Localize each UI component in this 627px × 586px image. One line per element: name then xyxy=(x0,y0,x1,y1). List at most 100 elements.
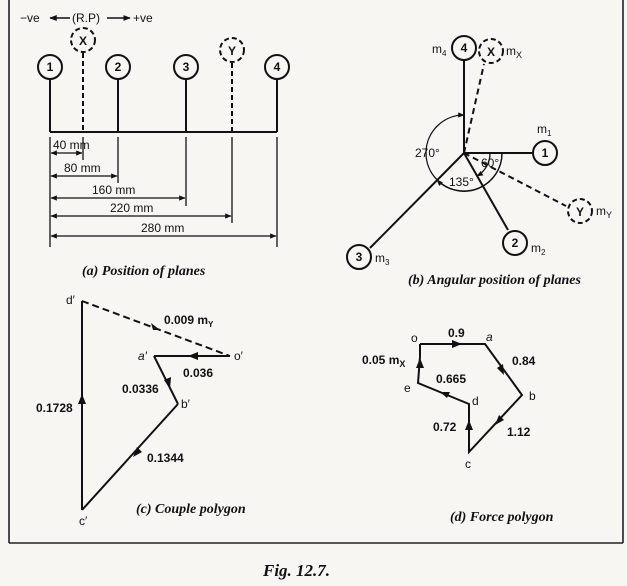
value-e-o: 0.05 mX xyxy=(362,353,405,369)
plane-4: 4 xyxy=(264,54,290,132)
mass-3-label: 3 xyxy=(356,250,363,264)
angle-arc-135 xyxy=(436,152,503,192)
mass-x: X mX xyxy=(478,38,522,64)
dimension-label-160: 160 mm xyxy=(92,183,135,197)
subfigure-c-couple-polygon: d′ o′ a′ b′ c′ 0.009 mY 0.036 0.0336 0.1… xyxy=(36,293,246,528)
negative-direction-label: −ve xyxy=(20,11,40,25)
plane-y-circle xyxy=(219,37,245,63)
reference-plane-label: (R.P) xyxy=(72,11,100,25)
vertex-a-prime: a′ xyxy=(138,349,148,363)
plane-x-label: X xyxy=(79,34,87,48)
vertex-c: c xyxy=(465,457,471,471)
arrowhead-d-e xyxy=(440,392,450,398)
plane-x: X xyxy=(70,27,96,132)
plane-3-label: 3 xyxy=(183,60,190,74)
mass-x-name: mX xyxy=(506,44,522,60)
plane-2: 2 xyxy=(105,54,131,132)
dimension-label-40: 40 mm xyxy=(53,138,90,152)
figure-caption: Fig. 12.7. xyxy=(262,561,330,580)
dimension-label-80: 80 mm xyxy=(64,161,101,175)
vertex-d-prime: d′ xyxy=(66,293,76,307)
value-a-b: 0.84 xyxy=(512,354,536,368)
arrowhead-d-o-prime xyxy=(151,323,160,330)
value-c-d-prime: 0.1728 xyxy=(36,401,73,415)
value-d-o-prime: 0.009 mY xyxy=(164,313,214,329)
arrowhead-b-c-prime xyxy=(133,447,142,457)
plane-4-circle xyxy=(264,54,290,80)
vertex-o: o xyxy=(411,331,418,345)
vertex-o-prime: o′ xyxy=(234,349,244,363)
caption-c: (c) Couple polygon xyxy=(136,502,246,517)
plane-1-label: 1 xyxy=(47,60,54,74)
subfigure-b-angular-position: 270° 135° 60° 4 m4 X mX 1 m1 Y mY 2 m2 xyxy=(346,35,612,288)
dimension-label-280: 280 mm xyxy=(141,221,184,235)
mass-1-label: 1 xyxy=(542,146,549,160)
arrowhead-a-b-prime xyxy=(164,377,171,389)
caption-d: (d) Force polygon xyxy=(450,510,554,525)
value-b-c: 1.12 xyxy=(507,425,531,439)
radius-x xyxy=(463,63,485,154)
caption-a: (a) Position of planes xyxy=(82,264,206,279)
value-o-a-prime: 0.036 xyxy=(183,366,213,380)
vertex-c-prime: c′ xyxy=(79,514,88,528)
value-b-c-prime: 0.1344 xyxy=(147,451,184,465)
mass-x-label: X xyxy=(487,45,495,59)
mass-4: 4 m4 xyxy=(432,35,477,61)
mass-1: 1 m1 xyxy=(532,122,558,166)
plane-x-circle xyxy=(70,27,96,53)
angle-label-135: 135° xyxy=(449,175,474,189)
mass-3: 3 m3 xyxy=(346,244,390,270)
arrowhead-c-d-prime xyxy=(78,394,86,404)
vertex-e: e xyxy=(404,381,411,395)
vector-b-c-prime xyxy=(81,403,179,511)
plane-1: 1 xyxy=(37,54,63,132)
dimension-lines xyxy=(50,150,277,239)
radius-y xyxy=(463,152,567,207)
value-o-a: 0.9 xyxy=(448,326,465,340)
mass-y-circle xyxy=(567,198,593,224)
mass-y-name: mY xyxy=(596,204,612,220)
plane-y: Y xyxy=(219,37,245,132)
mass-4-circle xyxy=(451,35,477,61)
dimension-label-220: 220 mm xyxy=(110,201,153,215)
mass-1-circle xyxy=(532,140,558,166)
mass-2-label: 2 xyxy=(512,236,519,250)
plane-4-label: 4 xyxy=(274,60,281,74)
vertex-d: d xyxy=(472,394,479,408)
mass-1-name: m1 xyxy=(537,122,552,138)
plane-3-circle xyxy=(173,54,199,80)
caption-b: (b) Angular position of planes xyxy=(408,273,582,288)
angle-arc-60 xyxy=(476,152,491,177)
mass-2: 2 m2 xyxy=(502,230,546,257)
vertex-a: a xyxy=(486,330,493,344)
vertex-b-prime: b′ xyxy=(181,397,191,411)
mass-2-circle xyxy=(502,230,528,256)
frame xyxy=(8,0,624,544)
arrowhead-e-o xyxy=(416,358,424,368)
arrowhead-b-c xyxy=(495,415,504,425)
mass-3-name: m3 xyxy=(375,251,390,267)
mass-y-label: Y xyxy=(576,205,584,219)
plane-3: 3 xyxy=(173,54,199,132)
arrowhead-o-a-prime xyxy=(188,352,198,360)
value-c-d: 0.72 xyxy=(433,420,457,434)
plane-1-circle xyxy=(37,54,63,80)
mass-4-name: m4 xyxy=(432,42,447,58)
plane-y-label: Y xyxy=(228,44,236,58)
mass-2-name: m2 xyxy=(531,241,546,257)
arrowhead-o-a xyxy=(452,340,462,348)
mass-4-label: 4 xyxy=(461,41,468,55)
arrowhead-a-b xyxy=(497,364,504,375)
radius-3 xyxy=(369,152,465,249)
subfigure-a-position-of-planes: −ve (R.P) +ve 1 X 2 3 xyxy=(20,11,290,279)
mass-x-circle xyxy=(478,38,504,64)
mass-y: Y mY xyxy=(567,198,612,224)
value-a-b-prime: 0.0336 xyxy=(122,382,159,396)
value-d-e: 0.665 xyxy=(436,372,466,386)
force-polygon-path xyxy=(416,343,524,455)
plane-2-circle xyxy=(105,54,131,80)
subfigure-d-force-polygon: o a b c d e 0.9 0.84 1.12 0.72 0.665 0.0… xyxy=(362,326,554,525)
extension-lines xyxy=(49,137,278,247)
mass-3-circle xyxy=(346,244,372,270)
vertex-b: b xyxy=(529,389,536,403)
